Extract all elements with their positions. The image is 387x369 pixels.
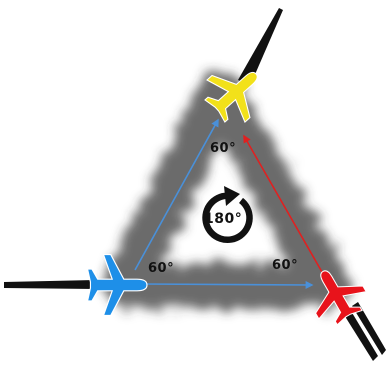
contrail-top: [238, 8, 283, 86]
path-left-to-right: [139, 280, 314, 289]
path-left-to-top: [134, 118, 219, 271]
angle-label-left: 60°: [148, 261, 174, 276]
contrail-right-a: [341, 306, 378, 361]
airplane-top-icon: [204, 71, 258, 124]
contrail-left: [4, 280, 95, 289]
angle-label-top: 60°: [210, 141, 236, 156]
path-right-to-top: [243, 134, 323, 273]
airplane-right-icon: [315, 270, 367, 326]
contrails: [4, 8, 386, 361]
contrail-right-b: [352, 302, 386, 355]
airplane-left-icon: [86, 253, 148, 317]
rotate-icon: [202, 186, 253, 244]
angle-label-right: 60°: [272, 258, 298, 273]
rotation-label: 180°: [204, 211, 242, 227]
